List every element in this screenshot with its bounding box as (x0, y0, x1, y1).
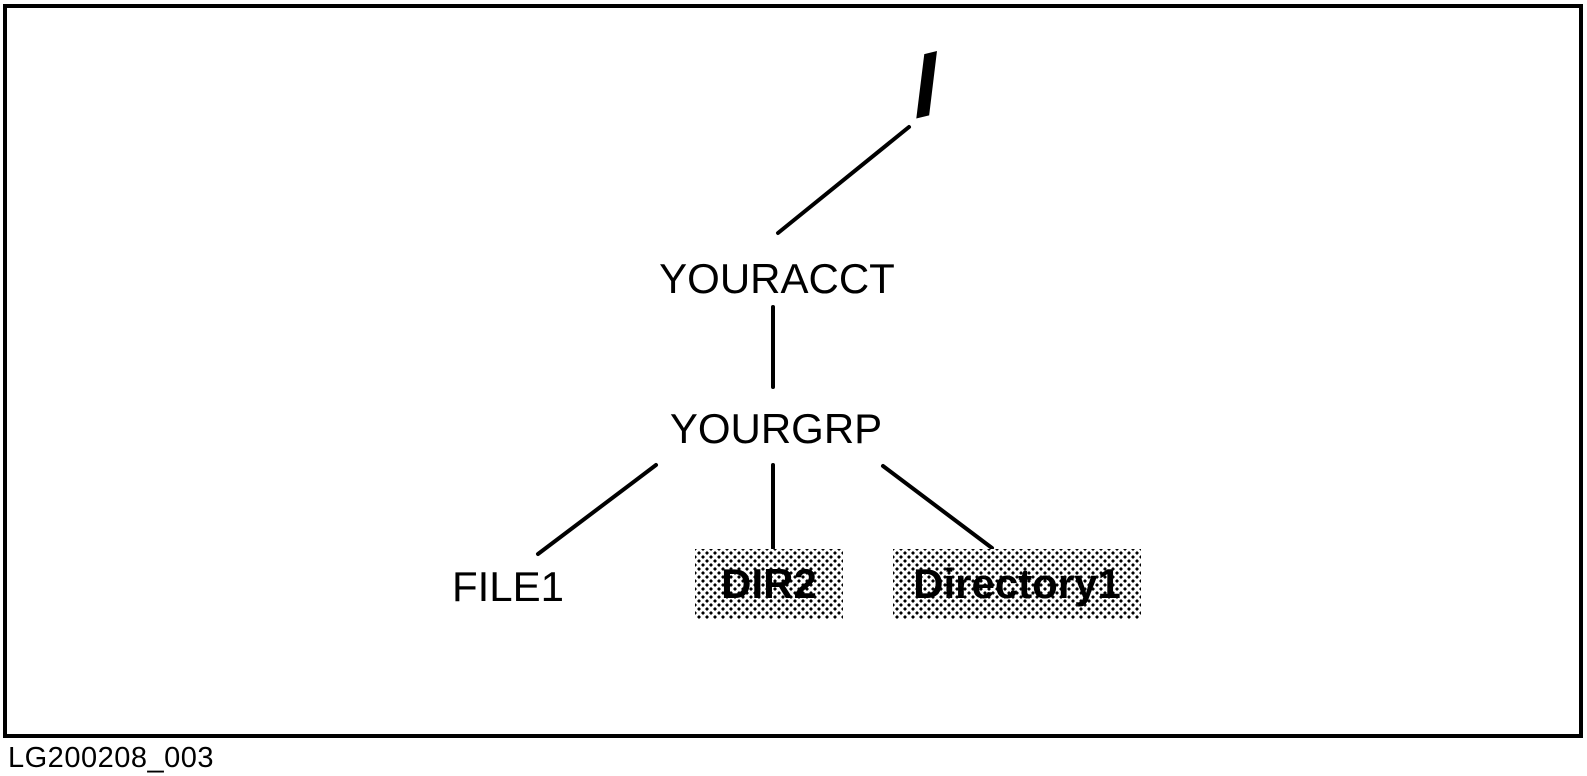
diagram-border (3, 4, 1583, 738)
tree-node-yourgrp: YOURGRP (669, 405, 883, 452)
tree-node-directory1-label: Directory1 (913, 560, 1121, 607)
tree-node-dir2-label: DIR2 (721, 560, 817, 607)
tree-node-dir2-shaded: DIR2 (695, 549, 843, 619)
tree-node-file1: FILE1 (451, 563, 565, 610)
figure-caption: LG200208_003 (8, 742, 214, 774)
tree-node-youracct: YOURACCT (659, 255, 895, 302)
tree-node-directory1-shaded: Directory1 (893, 549, 1141, 619)
